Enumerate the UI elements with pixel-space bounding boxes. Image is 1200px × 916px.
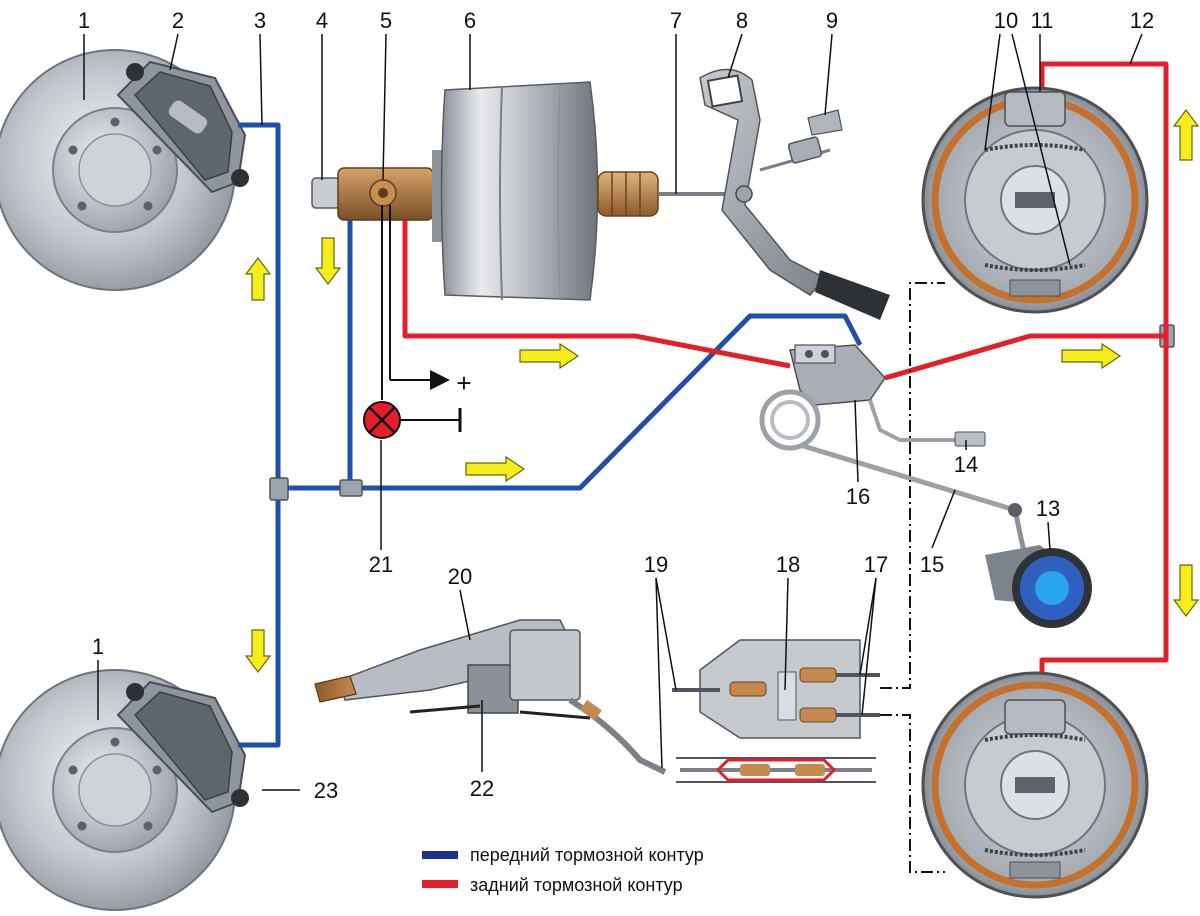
flow-arrow-right-lower [465,455,526,483]
label-1-bottom: 1 [92,634,104,659]
legend-front-label: передний тормозной контур [470,845,704,865]
label-6: 6 [464,8,476,33]
flow-arrow-up-left [244,257,272,301]
label-4: 4 [316,8,328,33]
flow-arrow-down-mid [314,237,342,285]
label-22: 22 [470,776,494,801]
front-circuit-lines [238,122,863,748]
rear-circuit-lines [402,61,1169,690]
callout-numbers: 1 2 3 4 5 6 7 8 9 10 11 12 13 14 15 16 1… [78,8,1154,803]
rear-axle-bracket [985,503,1092,628]
pushrod-bellows [597,171,740,217]
label-3: 3 [254,8,266,33]
front-disc-brake-top [0,49,249,291]
caliper-bottom [116,680,249,814]
front-disc-brake-bottom [0,669,249,911]
rear-drum-brake-bottom [921,671,1149,899]
flow-arrow-right-rear [1061,342,1122,370]
label-8: 8 [736,8,748,33]
parking-cable-routes [880,282,945,873]
label-1-top: 1 [78,8,90,33]
flow-arrow-down-left [244,629,272,673]
flow-arrows [244,109,1200,673]
label-13: 13 [1036,496,1060,521]
label-23: 23 [314,778,338,803]
cable-adjuster-detail [676,757,876,783]
label-16: 16 [846,484,870,509]
flow-arrow-up-right [1172,109,1200,161]
warning-lamp [363,205,462,439]
label-19: 19 [644,552,668,577]
label-2: 2 [172,8,184,33]
label-11: 11 [1031,8,1054,33]
hand-brake-lever [314,619,667,775]
legend-swatch-front [422,851,458,859]
leader-lines [83,33,1143,791]
label-17: 17 [864,552,888,577]
vacuum-booster [432,81,599,301]
label-14: 14 [954,452,978,477]
label-20: 20 [448,564,472,589]
cable-equalizer [672,639,880,739]
label-7: 7 [670,8,682,33]
label-12: 12 [1130,8,1154,33]
label-5: 5 [380,8,392,33]
caliper-top [116,60,249,194]
label-15: 15 [920,552,944,577]
label-18: 18 [776,552,800,577]
label-9: 9 [826,8,838,33]
label-21: 21 [369,552,393,577]
plus-sign: + [456,368,471,398]
brake-light-switch [759,109,843,172]
rear-drum-brake-top [921,86,1149,314]
label-10: 10 [994,8,1018,33]
legend-rear-label: задний тормозной контур [470,875,683,895]
legend: передний тормозной контур задний тормозн… [422,845,704,895]
master-cylinder [311,167,434,221]
legend-swatch-rear [422,880,458,888]
flow-arrow-down-right [1172,564,1200,617]
brake-pedal [699,68,890,320]
flow-arrow-right-upper [519,342,580,370]
pressure-regulator [759,344,1016,513]
